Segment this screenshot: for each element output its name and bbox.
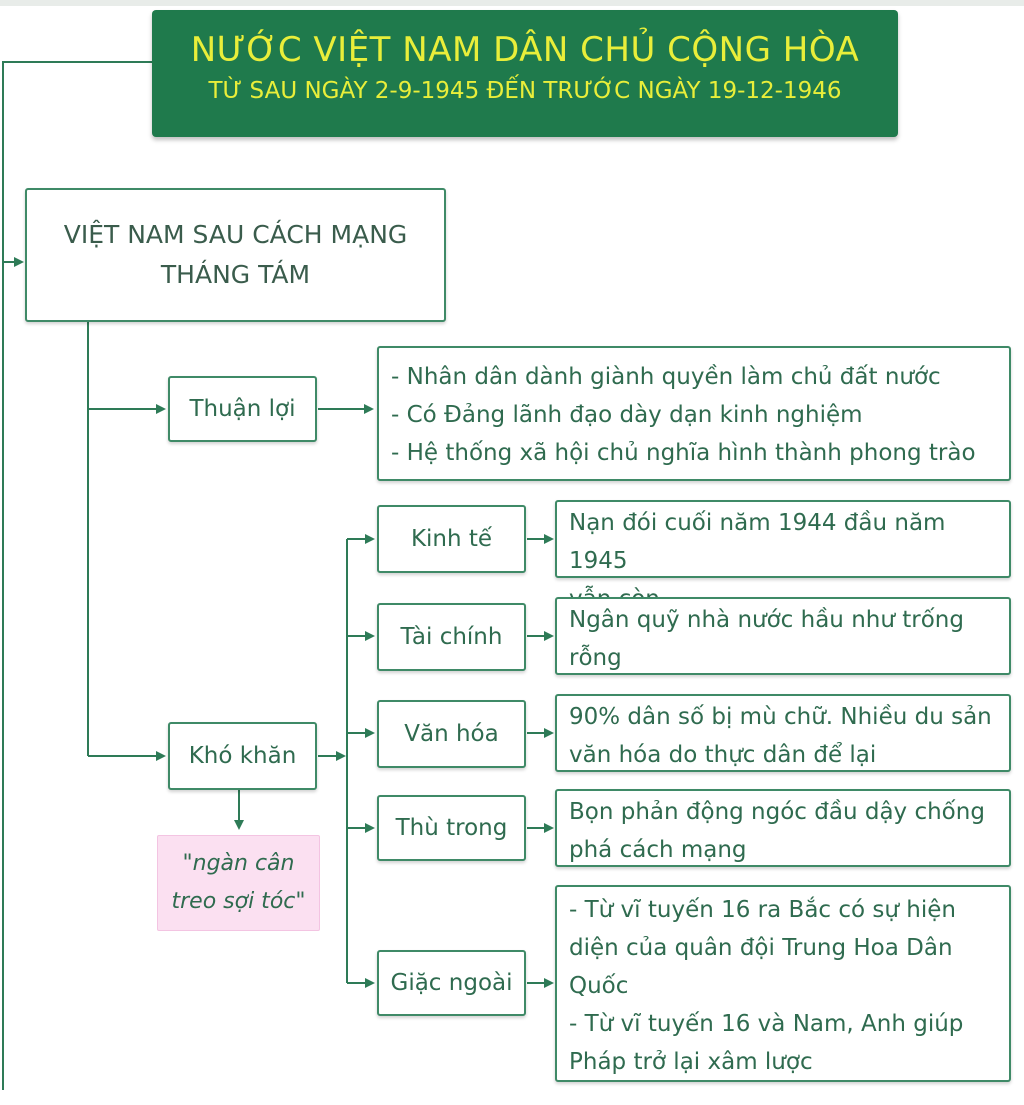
content-line: Nạn đói cuối năm 1944 đầu năm 1945 [569, 510, 946, 574]
quote-line2: treo sợi tóc" [171, 889, 306, 914]
category-label: Tài chính [400, 624, 503, 650]
content-line: Quốc [569, 973, 629, 999]
content-line: - Từ vĩ tuyến 16 và Nam, Anh giúp [569, 1011, 964, 1037]
advantages-content: - Nhân dân dành giành quyền làm chủ đất … [377, 346, 1011, 481]
category-node-thu-trong: Thù trong [377, 795, 526, 861]
content-line: diện của quân đội Trung Hoa Dân [569, 935, 953, 961]
content-line: văn hóa do thực dân để lại [569, 742, 877, 768]
content-line: Bọn phản động ngóc đầu dậy chống [569, 799, 985, 825]
left-trunk-line [2, 61, 152, 1090]
category-label: Văn hóa [404, 721, 499, 747]
category-node-giac-ngoai: Giặc ngoài [377, 950, 526, 1016]
category-node-tai-chinh: Tài chính [377, 603, 526, 671]
difficulties-label: Khó khăn [188, 743, 297, 769]
advantages-node: Thuận lợi [168, 376, 317, 442]
category-content-kinh-te: Nạn đói cuối năm 1944 đầu năm 1945 vẫn c… [555, 500, 1011, 612]
category-node-van-hoa: Văn hóa [377, 700, 526, 768]
quote-line1: "ngàn cân [182, 851, 295, 876]
title-banner: NƯỚC VIỆT NAM DÂN CHỦ CỘNG HÒA TỪ SAU NG… [152, 10, 898, 137]
content-line: Pháp trở lại xâm lược [569, 1049, 813, 1075]
category-label: Thù trong [395, 815, 508, 841]
category-label: Giặc ngoài [390, 970, 513, 996]
category-content-thu-trong: Bọn phản động ngóc đầu dậy chống phá các… [555, 789, 1011, 867]
advantage-item: - Có Đảng lãnh đạo dày dạn kinh nghiệm [391, 402, 863, 428]
category-content-giac-ngoai: - Từ vĩ tuyến 16 ra Bắc có sự hiện diện … [555, 885, 1011, 1082]
content-line: rỗng [569, 645, 622, 671]
content-line: phá cách mạng [569, 837, 747, 863]
top-divider [0, 0, 1024, 6]
difficulties-node: Khó khăn [168, 722, 317, 790]
diagram-subtitle: TỪ SAU NGÀY 2-9-1945 ĐẾN TRƯỚC NGÀY 19-1… [208, 78, 842, 104]
quote-note: "ngàn cân treo sợi tóc" [157, 835, 320, 931]
category-content-van-hoa: 90% dân số bị mù chữ. Nhiều du sản văn h… [555, 694, 1011, 772]
content-line: Ngân quỹ nhà nước hầu như trống [569, 607, 964, 633]
advantage-item: - Hệ thống xã hội chủ nghĩa hình thành p… [391, 440, 976, 466]
diagram-title: NƯỚC VIỆT NAM DÂN CHỦ CỘNG HÒA [190, 30, 860, 70]
content-line: 90% dân số bị mù chữ. Nhiều du sản [569, 704, 992, 730]
root-node: VIỆT NAM SAU CÁCH MẠNG THÁNG TÁM [25, 188, 446, 322]
category-label: Kinh tế [410, 526, 493, 552]
advantage-item: - Nhân dân dành giành quyền làm chủ đất … [391, 364, 941, 390]
category-content-tai-chinh: Ngân quỹ nhà nước hầu như trống rỗng [555, 597, 1011, 675]
advantages-label: Thuận lợi [189, 396, 296, 422]
root-label-line1: VIỆT NAM SAU CÁCH MẠNG [63, 220, 408, 249]
root-label-line2: THÁNG TÁM [160, 260, 311, 289]
content-line: - Từ vĩ tuyến 16 ra Bắc có sự hiện [569, 897, 956, 923]
category-node-kinh-te: Kinh tế [377, 505, 526, 573]
